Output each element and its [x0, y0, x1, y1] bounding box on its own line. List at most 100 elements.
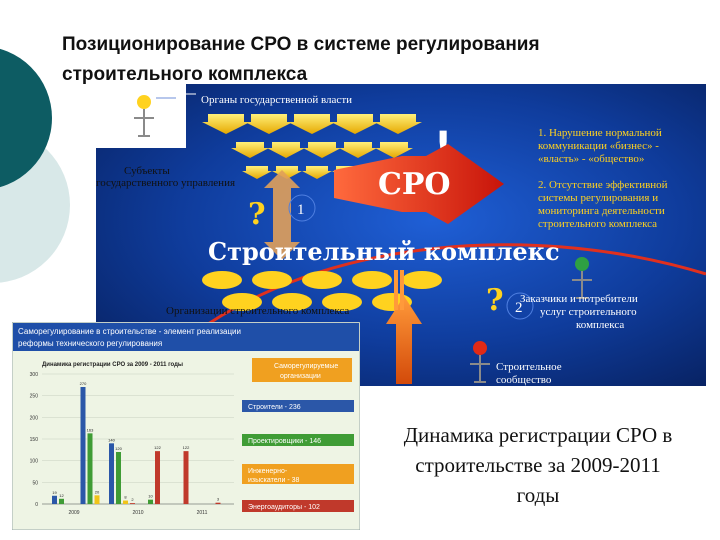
orange-arrow-bar — [394, 270, 404, 310]
person-icon-red — [470, 341, 490, 383]
chart-y-tick: 200 — [30, 415, 39, 421]
panel-header-line2: реформы технического регулирования — [18, 339, 162, 348]
slide-title: Позиционирование СРО в системе регулиров… — [62, 30, 702, 90]
sro-registration-chart-panel: Саморегулирование в строительстве - элем… — [12, 322, 360, 530]
chart-y-tick: 100 — [30, 459, 39, 465]
chart-bar — [183, 451, 189, 504]
gov-arrows-row2 — [231, 142, 413, 158]
gov-bodies-label: Органы государственной власти — [201, 94, 352, 106]
gold-arrow — [375, 142, 413, 158]
community-arrow — [386, 296, 422, 384]
chart-bar-label: 3 — [217, 497, 220, 502]
org-ellipse — [272, 293, 312, 311]
gold-arrow — [245, 114, 293, 134]
panel-header-line1: Саморегулирование в строительстве - элем… — [18, 327, 241, 336]
chart-caption: Динамика регистрации СРО в строительстве… — [374, 420, 702, 510]
chart-bar-label: 122 — [154, 445, 161, 450]
gold-arrow — [202, 114, 250, 134]
gold-arrow — [339, 142, 377, 158]
chart-bar — [116, 452, 121, 504]
gold-arrow — [302, 166, 332, 179]
number-2-circle — [506, 292, 534, 320]
gold-arrow — [231, 142, 269, 158]
customers-line3: комплекса — [576, 319, 624, 331]
gold-arrow — [242, 166, 272, 179]
org-ellipse — [202, 271, 242, 289]
org-ellipse — [302, 271, 342, 289]
question-mark-1: ? — [248, 197, 266, 232]
legend-builders-box — [242, 400, 354, 412]
legend-designers: Проектировщики - 146 — [248, 438, 321, 445]
chart-title: Динамика регистрации СРО за 2009 - 2011 … — [42, 362, 183, 368]
caption-line3: годы — [516, 483, 560, 507]
organizations-ellipses — [202, 271, 442, 311]
construction-complex-label: Строительный комплекс — [208, 237, 560, 266]
community-line2: сообщество — [496, 374, 552, 386]
gov-subjects-line1: Субъекты — [124, 165, 170, 177]
chart-bar — [109, 443, 114, 504]
org-ellipse — [222, 293, 262, 311]
person-icon-green — [572, 257, 592, 299]
legend-energy-box — [242, 500, 354, 512]
number-1: 1 — [297, 202, 305, 218]
chart-bar-label: 163 — [87, 427, 94, 432]
chart-bar-label: 2 — [131, 497, 134, 502]
caption-line2: строительстве за 2009-2011 — [415, 453, 661, 477]
chart-x-label: 2009 — [68, 510, 79, 516]
chart-bar — [59, 498, 64, 504]
chart-x-label: 2010 — [132, 510, 143, 516]
point1-line3: «власть» - «общество» — [538, 153, 644, 165]
bidirectional-arrow — [264, 170, 300, 260]
gold-arrow — [303, 142, 341, 158]
panel-header-bg — [13, 323, 359, 351]
point2-line2: системы регулирования и — [538, 192, 658, 204]
point1-line2: коммуникации «бизнес» - — [538, 140, 659, 152]
gold-arrow — [267, 142, 305, 158]
number-2: 2 — [515, 300, 523, 316]
legend-energy: Энергоаудиторы - 102 — [248, 504, 320, 511]
legend-designers-box — [242, 434, 354, 446]
chart-bar — [155, 451, 160, 504]
org-ellipse — [322, 293, 362, 311]
legend-title-line1: Саморегулируемые — [274, 363, 338, 370]
chart-bar — [52, 495, 57, 504]
legend-title-box — [252, 358, 352, 382]
customers-line1: Заказчики и потребители — [520, 293, 638, 305]
chart-bar — [94, 495, 100, 504]
chart-y-tick: 0 — [35, 502, 38, 508]
chart-bar-label: 10 — [148, 494, 153, 499]
gov-person-icon — [134, 95, 154, 137]
question-mark-2: ? — [486, 283, 504, 318]
chart-bar — [130, 503, 135, 504]
gold-arrow — [331, 114, 379, 134]
chart-y-tick: 150 — [30, 437, 39, 443]
org-ellipse — [352, 271, 392, 289]
chart-bar-label: 140 — [108, 437, 115, 442]
chart-bar — [80, 387, 86, 504]
chart-bar-label: 19 — [52, 490, 57, 495]
chart-bar-label: 20 — [95, 489, 100, 494]
chart-bar-label: 270 — [80, 381, 87, 386]
point1-line1: 1. Нарушение нормальной — [538, 127, 662, 139]
gold-arrow — [272, 166, 302, 179]
chart-bar — [148, 499, 153, 504]
deco-teal-circle — [0, 48, 52, 188]
chart-bar-label: 122 — [183, 445, 190, 450]
point2-line4: строительного комплекса — [538, 218, 657, 230]
org-ellipse — [252, 271, 292, 289]
sro-label: СРО — [378, 167, 451, 202]
slide-title-line1: Позиционирование СРО в системе регулиров… — [62, 34, 540, 55]
gold-arrow — [374, 114, 422, 134]
sro-arrow — [334, 144, 504, 224]
caption-line1: Динамика регистрации СРО в — [403, 423, 673, 447]
diagram-white-corner — [96, 84, 186, 148]
chart-bar-label: 12 — [59, 493, 64, 498]
number-1-circle — [288, 194, 316, 222]
point2-line3: мониторинга деятельности — [538, 205, 665, 217]
slide-title-line2: строительного комплекса — [62, 64, 308, 85]
legend-surveyors-box — [242, 464, 354, 484]
chart-y-tick: 300 — [30, 372, 39, 378]
gov-arrows-row1 — [202, 114, 422, 134]
